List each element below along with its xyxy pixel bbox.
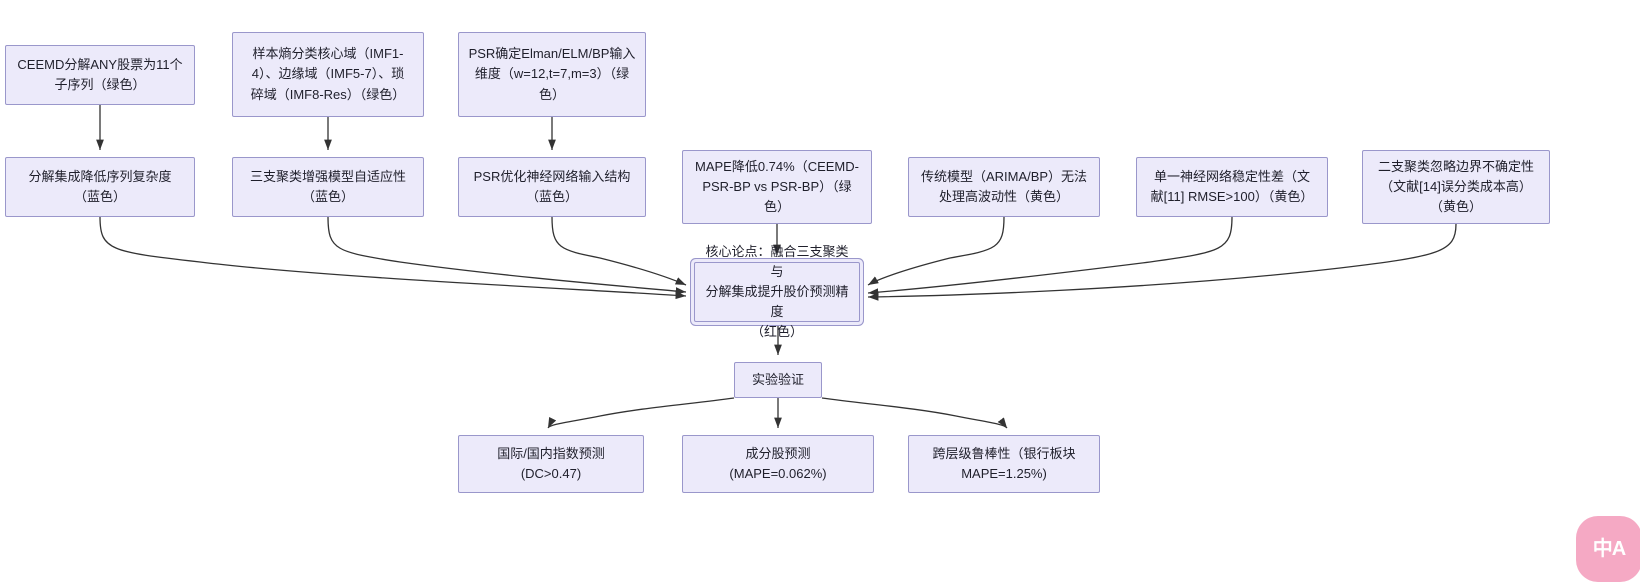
node-label: 实验验证 [751,371,804,387]
node-mape-reduction[interactable]: MAPE降低0.74%（CEEMD- PSR-BP vs PSR-BP）（绿 色… [682,150,872,224]
watermark-text: 中A [1592,538,1626,560]
edge-n12-n13 [547,397,735,429]
edge-n5-n11 [327,216,687,295]
node-cross-level-robustness-result[interactable]: 跨层级鲁棒性（银行板块 MAPE=1.25%) [908,435,1100,493]
edge-n12-n15 [821,397,1008,429]
node-three-way-clustering-adaptivity[interactable]: 三支聚类增强模型自适应性 （蓝色） [232,157,424,217]
node-label: 国际/国内指数预测 (DC>0.47) [497,445,605,481]
node-core-thesis[interactable]: 核心论点：融合三支聚类与 分解集成提升股价预测精度 （红色） [694,244,860,339]
node-index-forecast-result[interactable]: 国际/国内指数预测 (DC>0.47) [458,435,644,493]
node-label: 单一神经网络稳定性差（文 献[11] RMSE>100）（黄色） [1150,168,1314,204]
node-label: 二支聚类忽略边界不确定性 （文献[14]误分类成本高） （黄色） [1377,158,1534,215]
edge-n8-n11 [867,216,1005,286]
edge-n6-n11 [551,216,687,286]
node-label: MAPE降低0.74%（CEEMD- PSR-BP vs PSR-BP）（绿 色… [695,158,859,215]
node-label: 核心论点：融合三支聚类与 分解集成提升股价预测精度 （红色） [705,243,849,340]
watermark-badge: 中A [1576,516,1640,582]
node-reduce-sequence-complexity[interactable]: 分解集成降低序列复杂度 （蓝色） [5,157,195,217]
node-label: 跨层级鲁棒性（银行板块 MAPE=1.25%) [932,445,1076,481]
node-constituent-stock-forecast-result[interactable]: 成分股预测 (MAPE=0.062%) [682,435,874,493]
node-label: CEEMD分解ANY股票为11个 子序列（绿色） [17,56,183,92]
edge-n9-n11 [867,216,1233,297]
edge-n10-n11 [867,223,1457,301]
node-traditional-model-limitation[interactable]: 传统模型（ARIMA/BP）无法 处理高波动性（黄色） [908,157,1100,217]
edge-n4-n11 [99,216,687,300]
node-ceemd-decompose[interactable]: CEEMD分解ANY股票为11个 子序列（绿色） [5,45,195,105]
node-experimental-validation[interactable]: 实验验证 [734,362,822,398]
node-psr-input-dimension[interactable]: PSR确定Elman/ELM/BP输入 维度（w=12,t=7,m=3）（绿 色… [458,32,646,117]
node-psr-optimize-network-input[interactable]: PSR优化神经网络输入结构 （蓝色） [458,157,646,217]
node-label: 成分股预测 (MAPE=0.062%) [729,445,827,481]
node-two-way-clustering-limitation[interactable]: 二支聚类忽略边界不确定性 （文献[14]误分类成本高） （黄色） [1362,150,1550,224]
node-label: PSR优化神经网络输入结构 （蓝色） [473,168,631,204]
node-label: 样本熵分类核心域（IMF1- 4）、边缘域（IMF5-7）、琐 碎域（IMF8-… [250,46,406,102]
node-single-network-instability[interactable]: 单一神经网络稳定性差（文 献[11] RMSE>100）（黄色） [1136,157,1328,217]
node-label: 分解集成降低序列复杂度 （蓝色） [28,168,172,204]
node-sample-entropy-classify[interactable]: 样本熵分类核心域（IMF1- 4）、边缘域（IMF5-7）、琐 碎域（IMF8-… [232,32,424,117]
node-label: 三支聚类增强模型自适应性 （蓝色） [249,168,406,204]
node-label: PSR确定Elman/ELM/BP输入 维度（w=12,t=7,m=3）（绿 色… [468,46,636,102]
node-label: 传统模型（ARIMA/BP）无法 处理高波动性（黄色） [920,168,1088,204]
